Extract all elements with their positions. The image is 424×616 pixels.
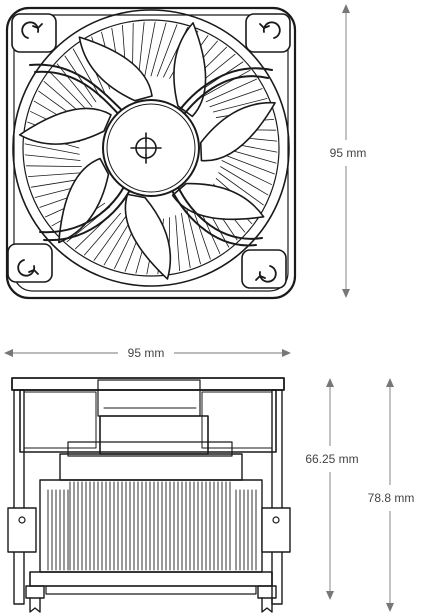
width-label: 95 mm: [128, 346, 165, 360]
body-height-label: 66.25 mm: [305, 452, 358, 466]
fan-blade-icon: [58, 157, 110, 244]
body-height-dimension: 66.25 mm: [305, 378, 359, 600]
radial-fin: [27, 172, 84, 178]
radial-fin: [138, 21, 145, 78]
radial-fin: [186, 209, 201, 265]
radial-fin: [156, 24, 178, 77]
radial-fin: [24, 143, 80, 155]
heatsink-lower: [39, 479, 263, 573]
fan-blade-icon: [173, 22, 207, 118]
heatsink-upper: [59, 453, 243, 481]
cooler-side-view: [7, 377, 291, 613]
fan-hub-inner: [106, 103, 196, 193]
fan-frame-inner: [13, 14, 289, 292]
radial-fin: [209, 88, 263, 108]
radial-fin: [24, 154, 81, 161]
radial-fin: [64, 55, 97, 103]
crosshair-logo-icon: [130, 132, 162, 164]
total-height-dimension: 78.8 mm: [368, 378, 415, 612]
radial-fin: [84, 212, 121, 256]
fan-heatsink-ring: [22, 19, 280, 277]
fan-blades: [18, 22, 276, 280]
fan-blade-icon: [171, 182, 265, 221]
radial-fin: [181, 212, 191, 269]
radial-fin: [72, 48, 101, 98]
radial-fin: [93, 215, 127, 261]
radial-fin: [49, 71, 90, 113]
fan-blade-icon: [18, 107, 112, 145]
top-height-dimension: 95 mm: [330, 4, 367, 298]
radial-fin: [220, 166, 269, 196]
fan-frame: [5, 6, 297, 300]
mounting-clip-icon: [7, 243, 53, 283]
mounting-clip-icon: [245, 13, 291, 53]
radial-fin: [191, 206, 211, 260]
radial-fin: [175, 215, 181, 272]
cooler-base: [29, 571, 273, 587]
total-height-label: 78.8 mm: [368, 491, 415, 505]
radial-fin: [150, 22, 167, 77]
radial-fin: [144, 21, 156, 77]
radial-fin: [205, 78, 257, 103]
radial-fin: [201, 69, 251, 98]
radial-fin: [212, 98, 268, 113]
shroud-body: [19, 389, 277, 453]
fan-outer-ring: [12, 9, 290, 287]
radial-fin: [222, 153, 275, 175]
width-dimension: 95 mm: [4, 346, 291, 360]
fan-blade-icon: [199, 102, 276, 162]
push-pin-left: [25, 585, 45, 613]
fan-top-view: [5, 6, 297, 300]
heatsink-fins: [47, 481, 257, 571]
radial-fin: [218, 172, 264, 206]
radial-fin: [56, 63, 93, 108]
push-pin-right: [257, 585, 277, 613]
motor-block: [99, 415, 209, 455]
mounting-clip-icon: [11, 13, 57, 53]
top-height-label: 95 mm: [330, 146, 367, 160]
mounting-clip-icon: [241, 249, 287, 289]
radial-fin: [25, 165, 82, 168]
fan-blade-icon: [78, 36, 153, 102]
radial-fin: [221, 160, 272, 185]
fan-blade-icon: [124, 193, 172, 280]
